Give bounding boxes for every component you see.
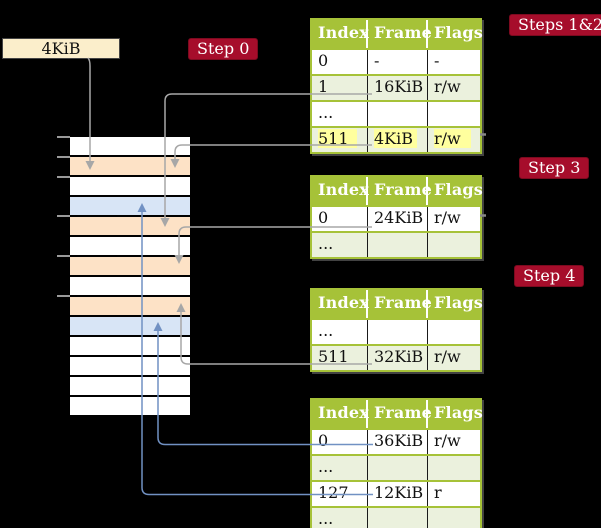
badge-steps-1-2: Steps 1&2 (509, 14, 601, 36)
highlight: r/w (434, 129, 472, 148)
table-cell: 0 (312, 50, 368, 74)
table-cell: 12KiB (368, 482, 428, 506)
table-cell: - (368, 50, 428, 74)
table-row: 0 36KiB r/w (312, 428, 480, 454)
table-row-highlighted: 511 4KiB r/w (312, 126, 480, 152)
table-cell (368, 102, 428, 126)
table-cell: ... (312, 508, 368, 528)
table-cell: 511 (312, 346, 368, 370)
table-cell (428, 320, 480, 344)
table-header-cell: Frame (368, 290, 432, 318)
table-cell: - (434, 51, 440, 70)
table-cell: ... (312, 233, 368, 257)
memory-row (70, 297, 190, 317)
table-row: ... (312, 454, 480, 480)
table-cell: ... (312, 320, 368, 344)
memory-row (70, 157, 190, 177)
table-cell (368, 320, 428, 344)
memory-tick (57, 156, 70, 158)
table-row: 511 32KiB r/w (312, 344, 480, 370)
table-row: 0 24KiB r/w (312, 205, 480, 231)
memory-row (70, 337, 190, 357)
table-header-row: Index Frame Flags (312, 400, 483, 428)
table-cell (368, 456, 428, 480)
table-cell (428, 508, 480, 528)
memory-tick (57, 136, 70, 138)
memory-row (70, 357, 190, 377)
badge-step-0: Step 0 (188, 38, 259, 60)
highlight: 4KiB (374, 129, 418, 148)
table-row: ... (312, 506, 480, 528)
table-cell: r/w (434, 77, 461, 96)
page-table-2: Index Frame Flags 0 24KiB r/w ... (310, 175, 483, 259)
memory-row (70, 317, 190, 337)
table-header-cell: Frame (368, 20, 432, 48)
table-header-cell: Flags (434, 293, 483, 312)
table-cell: 32KiB (368, 346, 428, 370)
table-header-cell: Frame (368, 177, 432, 205)
table-cell: 0 (312, 207, 368, 231)
memory-row (70, 217, 190, 237)
table-cell: r (434, 483, 442, 502)
table-cell (368, 233, 428, 257)
table-cell: ... (312, 102, 368, 126)
highlight: 511 (318, 129, 358, 148)
table-row: ... (312, 318, 480, 344)
table-cell: 127 (312, 482, 368, 506)
table-header-cell: Index (312, 177, 369, 205)
table-cell (428, 233, 480, 257)
table-header-row: Index Frame Flags (312, 290, 483, 318)
table-row: ... (312, 100, 480, 126)
table-row: ... (312, 231, 480, 257)
table-header-cell: Flags (434, 180, 483, 199)
table-row: 127 12KiB r (312, 480, 480, 506)
table-header-cell: Index (312, 20, 369, 48)
table-cell: r/w (428, 128, 480, 152)
table-header-row: Index Frame Flags (312, 177, 483, 205)
table-header-cell: Frame (368, 400, 432, 428)
memory-tick (57, 295, 70, 297)
table-header-cell: Index (312, 290, 369, 318)
table-cell (428, 456, 480, 480)
page-table-3: Index Frame Flags ... 511 32KiB r/w (310, 288, 483, 372)
memory-row (70, 277, 190, 297)
table-header-cell: Flags (434, 403, 483, 422)
memory-row (70, 377, 190, 397)
frame-size-box: 4KiB (2, 38, 120, 59)
memory-row (70, 177, 190, 197)
table-row: 0 - - (312, 48, 480, 74)
memory-row (70, 137, 190, 157)
table-cell: 511 (312, 128, 368, 152)
table-cell: r/w (434, 431, 461, 450)
table-cell: 4KiB (368, 128, 428, 152)
memory-row (70, 237, 190, 257)
memory-tick (57, 176, 70, 178)
memory-row (70, 257, 190, 277)
memory-row (70, 397, 190, 415)
table-header-row: Index Frame Flags (312, 20, 483, 48)
table-cell: 36KiB (368, 430, 428, 454)
table-cell: 0 (312, 430, 368, 454)
table-cell: ... (312, 456, 368, 480)
memory-tick (57, 255, 70, 257)
page-table-1: Index Frame Flags 0 - - 1 16KiB r/w ... … (310, 18, 483, 154)
table-row: 1 16KiB r/w (312, 74, 480, 100)
memory-stack (70, 137, 190, 415)
table-header-cell: Flags (434, 23, 483, 42)
table-cell (428, 102, 480, 126)
table-header-cell: Index (312, 400, 369, 428)
table-cell: 1 (312, 76, 368, 100)
badge-step-4: Step 4 (514, 265, 585, 287)
badge-step-3: Step 3 (519, 157, 590, 179)
memory-row (70, 197, 190, 217)
table-cell: 24KiB (368, 207, 428, 231)
table-cell: 16KiB (368, 76, 428, 100)
table-cell: r/w (434, 347, 461, 366)
table-cell: r/w (434, 208, 461, 227)
page-table-4: Index Frame Flags 0 36KiB r/w ... 127 12… (310, 398, 483, 528)
table-cell (368, 508, 428, 528)
memory-tick (57, 215, 70, 217)
